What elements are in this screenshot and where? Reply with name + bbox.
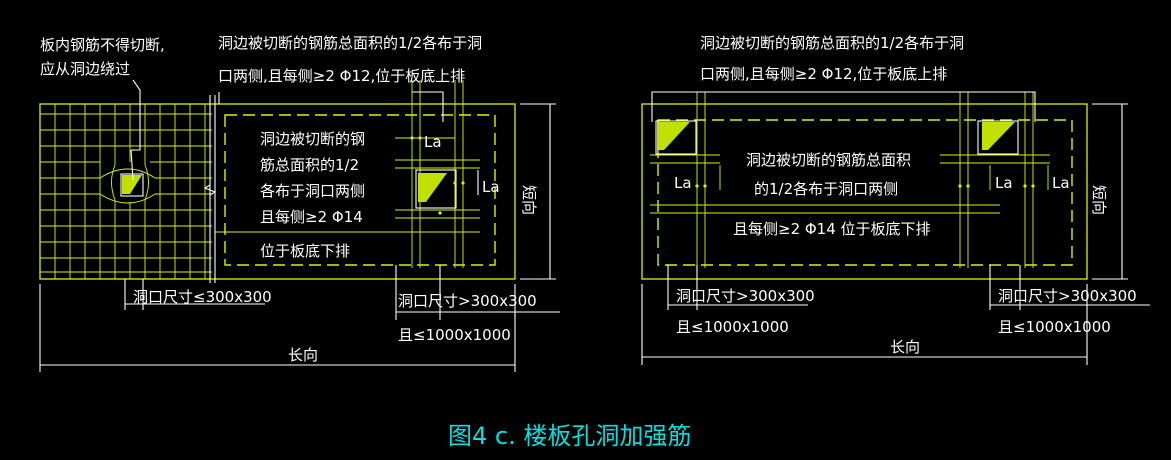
left-note-mid-2: 筋总面积的1/2: [260, 156, 359, 174]
left-slab-outline: [39, 103, 516, 280]
right-dim-left-1: 洞口尺寸>300x300: [676, 287, 815, 305]
left-reinforcement-box: [224, 114, 496, 266]
left-long-label: 长向: [288, 346, 318, 364]
left-note-mid-1: 洞边被切断的钢: [260, 130, 365, 148]
figure-caption: 图4 c. 楼板孔洞加强筋: [448, 422, 691, 450]
left-large-hole: [415, 169, 457, 209]
left-note-mid-3: 各布于洞口两侧: [260, 182, 365, 200]
right-note-mid-3: 且每侧≥2 Φ14 位于板底下排: [733, 220, 931, 238]
right-slab-detail: La La La 洞边被切断的钢筋总面积的1/2各布于洞 口两侧,且每侧≥2 Φ…: [641, 34, 1150, 365]
right-note-top-1: 洞边被切断的钢筋总面积的1/2各布于洞: [700, 34, 964, 52]
right-added-bars-right: [940, 92, 1050, 268]
left-note-mid-4: 且每侧≥2 Φ14: [260, 208, 363, 226]
left-short-label: 短向: [520, 185, 538, 215]
left-note-top-2: 口两侧,且每侧≥2 Φ12,位于板底上排: [218, 67, 465, 85]
left-dim-large-2: 且≤1000x1000: [398, 326, 511, 344]
right-hole-right: [977, 120, 1019, 155]
left-note-mid-5: 位于板底下排: [260, 242, 350, 260]
left-note-top-1: 洞边被切断的钢筋总面积的1/2各布于洞: [218, 34, 482, 52]
right-added-bars-left: [650, 92, 1000, 268]
left-note-top-left-2: 应从洞边绕过: [40, 60, 130, 78]
right-note-mid-1: 洞边被切断的钢筋总面积: [746, 151, 911, 169]
right-reinforcement-box: [657, 119, 1073, 266]
left-small-hole: [120, 173, 144, 197]
left-rebar-mesh: [40, 104, 212, 279]
right-dim-left-2: 且≤1000x1000: [676, 318, 789, 336]
right-dim-right-2: 且≤1000x1000: [998, 318, 1111, 336]
right-hole-left: [655, 120, 697, 155]
right-note-top-2: 口两侧,且每侧≥2 Φ12,位于板底上排: [700, 65, 947, 83]
left-slab-detail: La La 板内钢筋不得切断, 应从洞边绕过 洞边被切断的钢筋总面积的1/2各布…: [39, 34, 560, 372]
right-short-label: 短向: [1090, 185, 1108, 215]
left-dim-small: 洞口尺寸≤300x300: [133, 288, 272, 306]
left-added-bars: [215, 80, 480, 268]
left-break-line: [203, 95, 217, 283]
left-dim-large-1: 洞口尺寸>300x300: [398, 292, 537, 310]
right-slab-outline: [641, 103, 1088, 280]
right-long-label: 长向: [890, 338, 920, 356]
right-la-left: La: [674, 174, 692, 192]
left-note-top-left-1: 板内钢筋不得切断,: [40, 36, 165, 54]
right-la-r1: La: [995, 174, 1013, 192]
right-la-r2: La: [1052, 174, 1070, 192]
right-note-mid-2: 的1/2各布于洞口两侧: [754, 180, 898, 198]
left-la-side: La: [482, 178, 500, 196]
left-la-top: La: [424, 133, 442, 151]
right-dim-right-1: 洞口尺寸>300x300: [998, 287, 1137, 305]
